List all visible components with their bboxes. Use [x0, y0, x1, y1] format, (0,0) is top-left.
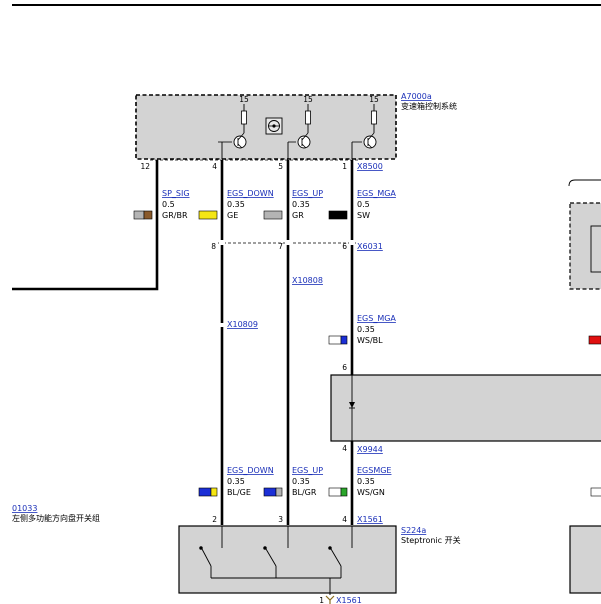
pullup-resistor-3: [371, 110, 377, 125]
s224a-connector-ref[interactable]: X1561: [357, 515, 383, 524]
wire-label-egs-mga-top: EGS_MGA 0.5 SW: [328, 189, 396, 220]
svg-text:0.35: 0.35: [227, 200, 245, 209]
swatch-red-cropped: [588, 335, 601, 345]
s224a-module-desc: Steptronic 开关: [401, 535, 461, 545]
signal-egs-mga-top[interactable]: EGS_MGA: [357, 189, 396, 198]
wire-label-egs-down-bottom: EGS_DOWN 0.35 BL/GE: [198, 466, 274, 497]
x9944-connector-ref[interactable]: X9944: [357, 445, 383, 454]
wire-label-egsmge-bottom: EGSMGE 0.35 WS/GN: [328, 466, 392, 497]
egs-module-ref[interactable]: A7000a: [401, 92, 432, 101]
intermediate-module[interactable]: [330, 374, 601, 442]
s224a-pin-3: 3: [278, 515, 283, 524]
x10809-splice-gap: [219, 323, 225, 327]
egs-pin-12: 12: [140, 162, 150, 171]
ground-connector-icon: [325, 595, 335, 604]
x6031-pin-8: 8: [211, 242, 216, 251]
signal-egs-down-bottom[interactable]: EGS_DOWN: [227, 466, 274, 475]
svg-text:0.35: 0.35: [227, 477, 245, 486]
svg-text:WS/BL: WS/BL: [357, 336, 383, 345]
intermediate-module-box[interactable]: [330, 374, 601, 442]
signal-egs-up-top[interactable]: EGS_UP: [292, 189, 323, 198]
wire-label-egs-down-top: EGS_DOWN 0.35 GE: [198, 189, 274, 220]
s224a-pin-2: 2: [212, 515, 217, 524]
svg-text:0.35: 0.35: [292, 200, 310, 209]
signal-egs-down-top[interactable]: EGS_DOWN: [227, 189, 274, 198]
egs-pin-4: 4: [212, 162, 217, 171]
svg-text:GR/BR: GR/BR: [162, 211, 188, 220]
wire-label-egs-up-bottom: EGS_UP 0.35 BL/GR: [263, 466, 323, 497]
svg-text:BL/GR: BL/GR: [292, 488, 317, 497]
supply-label-3: 15: [369, 95, 379, 104]
pullup-resistor-1: [241, 110, 247, 125]
ground-pin-1: 1: [319, 596, 324, 604]
x10809-splice-ref[interactable]: X10809: [227, 320, 258, 329]
swatch-bl-gr-b: [275, 487, 283, 497]
x6031-pin-6: 6: [342, 242, 347, 251]
swatch-gr-br-b: [143, 210, 153, 220]
supply-label-1: 15: [239, 95, 249, 104]
diode-icon: [349, 402, 355, 408]
wire-sp-sig[interactable]: [12, 160, 159, 291]
x9944-pin-4: 4: [342, 444, 347, 453]
egs-pin-5: 5: [278, 162, 283, 171]
pullup-resistor-2: [305, 110, 311, 125]
swatch-gr: [263, 210, 283, 220]
x9944-pin-6: 6: [342, 363, 347, 372]
svg-text:SW: SW: [357, 211, 370, 220]
signal-sp-sig[interactable]: SP_SIG: [162, 189, 190, 198]
left-module-desc: 左侧多功能方向盘开关组: [12, 513, 100, 523]
swatch-bl-ge-a: [198, 487, 212, 497]
left-module-ref[interactable]: 01033: [12, 504, 37, 513]
switch-contacts-icon: [199, 526, 353, 595]
swatch-white-cropped: [590, 487, 601, 497]
svg-text:GE: GE: [227, 211, 238, 220]
ground-connector-ref[interactable]: X1561: [336, 596, 362, 604]
svg-text:GR: GR: [292, 211, 304, 220]
x6031-pin-7: 7: [278, 242, 283, 251]
swatch-ws-bl-a: [328, 335, 342, 345]
signal-egs-up-bottom[interactable]: EGS_UP: [292, 466, 323, 475]
x10808-splice-ref[interactable]: X10808: [292, 276, 323, 285]
s224a-pin-4: 4: [342, 515, 347, 524]
wire-label-egs-mga-mid: EGS_MGA 0.35 WS/BL: [328, 314, 396, 345]
transistor-driver-2: [287, 104, 311, 159]
svg-text:BL/GE: BL/GE: [227, 488, 251, 497]
swatch-ge: [198, 210, 218, 220]
x6031-connector-ref[interactable]: X6031: [357, 242, 383, 251]
svg-text:0.35: 0.35: [292, 477, 310, 486]
swatch-sw: [328, 210, 348, 220]
s224a-module-ref[interactable]: S224a: [401, 526, 426, 535]
supply-label-2: 15: [303, 95, 313, 104]
right-cropped-components: [568, 179, 601, 594]
swatch-ws-gn-a: [328, 487, 342, 497]
steering-wheel-icon: [265, 117, 283, 135]
x6031-separator: [218, 240, 356, 245]
swatch-gr-br-a: [133, 210, 145, 220]
transistor-driver-3: [351, 104, 377, 159]
swatch-bl-gr-a: [263, 487, 277, 497]
egs-module[interactable]: A7000a 变速箱控制系统: [135, 92, 457, 160]
swatch-ws-gn-b: [340, 487, 348, 497]
wire-label-egs-up-top: EGS_UP 0.35 GR: [263, 189, 323, 220]
transistor-driver-1: [218, 104, 247, 159]
svg-text:0.5: 0.5: [357, 200, 370, 209]
swatch-ws-bl-b: [340, 335, 348, 345]
egs-module-desc: 变速箱控制系统: [401, 101, 457, 111]
steptronic-switch-box[interactable]: [178, 525, 397, 594]
svg-text:0.5: 0.5: [162, 200, 175, 209]
egs-connector-ref[interactable]: X8500: [357, 162, 383, 171]
steptronic-switch-module[interactable]: [178, 525, 397, 595]
svg-text:0.35: 0.35: [357, 477, 375, 486]
signal-egs-mga-mid[interactable]: EGS_MGA: [357, 314, 396, 323]
svg-text:WS/GN: WS/GN: [357, 488, 385, 497]
swatch-bl-ge-b: [210, 487, 218, 497]
signal-egsmge-bottom[interactable]: EGSMGE: [357, 466, 392, 475]
egs-pin-1: 1: [342, 162, 347, 171]
wire-label-sp-sig: SP_SIG 0.5 GR/BR: [133, 189, 190, 220]
svg-text:0.35: 0.35: [357, 325, 375, 334]
